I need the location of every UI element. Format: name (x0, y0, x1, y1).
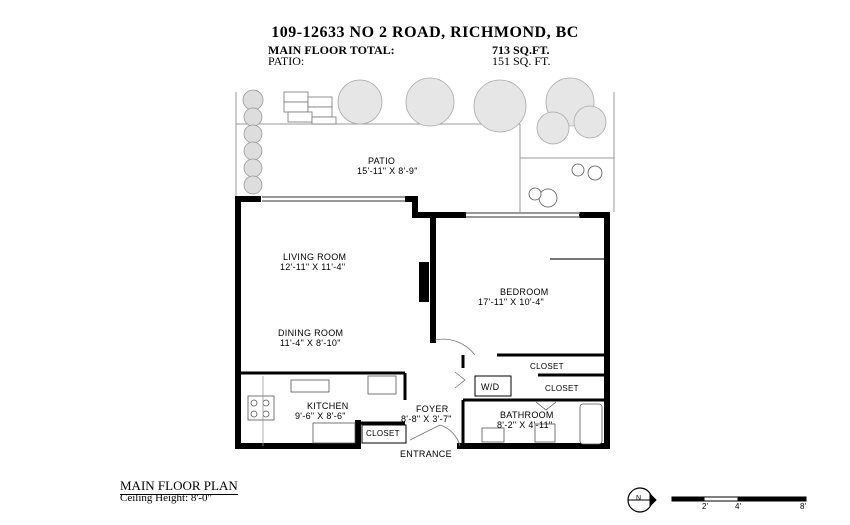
bedroom-closet-label: CLOSET (530, 362, 564, 371)
compass-letter: N (636, 495, 642, 502)
bathroom-fixtures (481, 401, 603, 445)
patio-dims: 15'-11" X 8'-9" (357, 166, 418, 176)
scale-tick-2: 2' (702, 502, 708, 511)
shrubs-left (242, 89, 264, 195)
patio-area (235, 92, 615, 212)
living-room-name: LIVING ROOM (283, 252, 347, 262)
small-plants (528, 163, 603, 208)
address-title: 109-12633 NO 2 ROAD, RICHMOND, BC (271, 24, 579, 41)
scale-tick-4: 4' (735, 502, 741, 511)
dining-room-name: DINING ROOM (278, 328, 344, 338)
patio-area-label: PATIO: (268, 54, 305, 68)
exterior-walls (235, 196, 610, 449)
wd-box (474, 375, 512, 397)
bath-closet-label: CLOSET (545, 384, 579, 393)
door-swings (409, 338, 476, 447)
plan-name: MAIN FLOOR PLAN (120, 478, 238, 495)
main-floor-total-value: 713 SQ.FT. (492, 43, 550, 57)
patio-name: PATIO (368, 156, 396, 166)
scale-bar (671, 496, 807, 502)
kitchen-dims: 9'-6" X 8'-6" (295, 411, 346, 421)
ceiling-height: Ceiling Height: 8'-0" (120, 492, 213, 504)
interior-walls (238, 353, 607, 446)
patio-area-value: 151 SQ. FT. (492, 54, 551, 68)
patio-pavers (283, 91, 337, 125)
main-floor-total-label: MAIN FLOOR TOTAL: (268, 43, 395, 57)
entry-closet-box (361, 424, 407, 444)
scale-tick-8: 8' (800, 502, 806, 511)
sliding-doors (262, 196, 580, 218)
foyer-name: FOYER (416, 404, 449, 414)
kitchen-name: KITCHEN (307, 401, 349, 411)
compass-icon (627, 487, 657, 513)
living-room-dims: 12'-11" X 11'-4" (280, 262, 346, 272)
fireplace (419, 262, 429, 302)
bedroom-dims: 17'-11" X 10'-4" (478, 297, 544, 307)
entry-closet-label: CLOSET (366, 429, 400, 438)
foyer-dims: 8'-8" X 3'-7" (401, 414, 452, 424)
bathroom-name: BATHROOM (500, 410, 554, 420)
kitchen-fixtures (247, 375, 397, 444)
dining-room-dims: 11'-4" X 8'-10" (280, 338, 341, 348)
entrance-label: ENTRANCE (400, 449, 452, 459)
bathroom-dims: 8'-2" X 4'-11" (497, 420, 553, 430)
wd-label: W/D (481, 382, 500, 392)
trees (337, 77, 607, 145)
bedroom-name: BEDROOM (500, 287, 549, 297)
